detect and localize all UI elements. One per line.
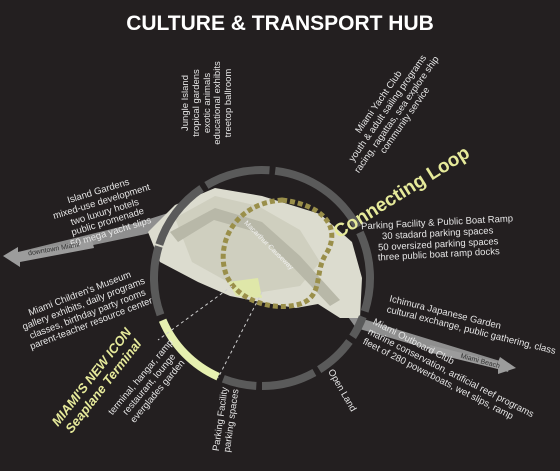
ring-seg-ichimura <box>349 315 367 339</box>
ring-seg-open-land <box>261 368 317 391</box>
connecting-loop <box>220 197 335 309</box>
ring-seg-parking-facility <box>221 375 257 390</box>
ring-seg-parking-ramp <box>356 230 374 313</box>
ring-seg-seaplane <box>158 318 220 381</box>
seaplane-site-zone <box>228 278 262 298</box>
ring-seg-yacht-club <box>274 166 361 230</box>
ring <box>149 166 374 391</box>
ring-seg-outboard <box>316 339 353 373</box>
parking-ramp-text: Parking Facility & Public Boat Ramp 30 s… <box>361 213 515 265</box>
downtown-arrow-icon <box>3 240 94 267</box>
seaplane-connector <box>157 285 233 341</box>
miami-beach-arrow-icon <box>428 345 516 374</box>
ring-seg-jungle-island <box>204 166 270 189</box>
ring-seg-childrens <box>149 245 165 317</box>
diagram-title: CULTURE & TRANSPORT HUB <box>126 12 434 35</box>
causeway-on-site <box>170 208 340 306</box>
jungle-line-5: treetop ballroom <box>223 68 235 138</box>
ring-seg-island-gardens <box>155 185 204 246</box>
causeway-road <box>10 198 510 372</box>
jungle-island-text: Jungle Island tropical gardens exotic an… <box>180 61 235 144</box>
parking-connector <box>217 291 263 379</box>
